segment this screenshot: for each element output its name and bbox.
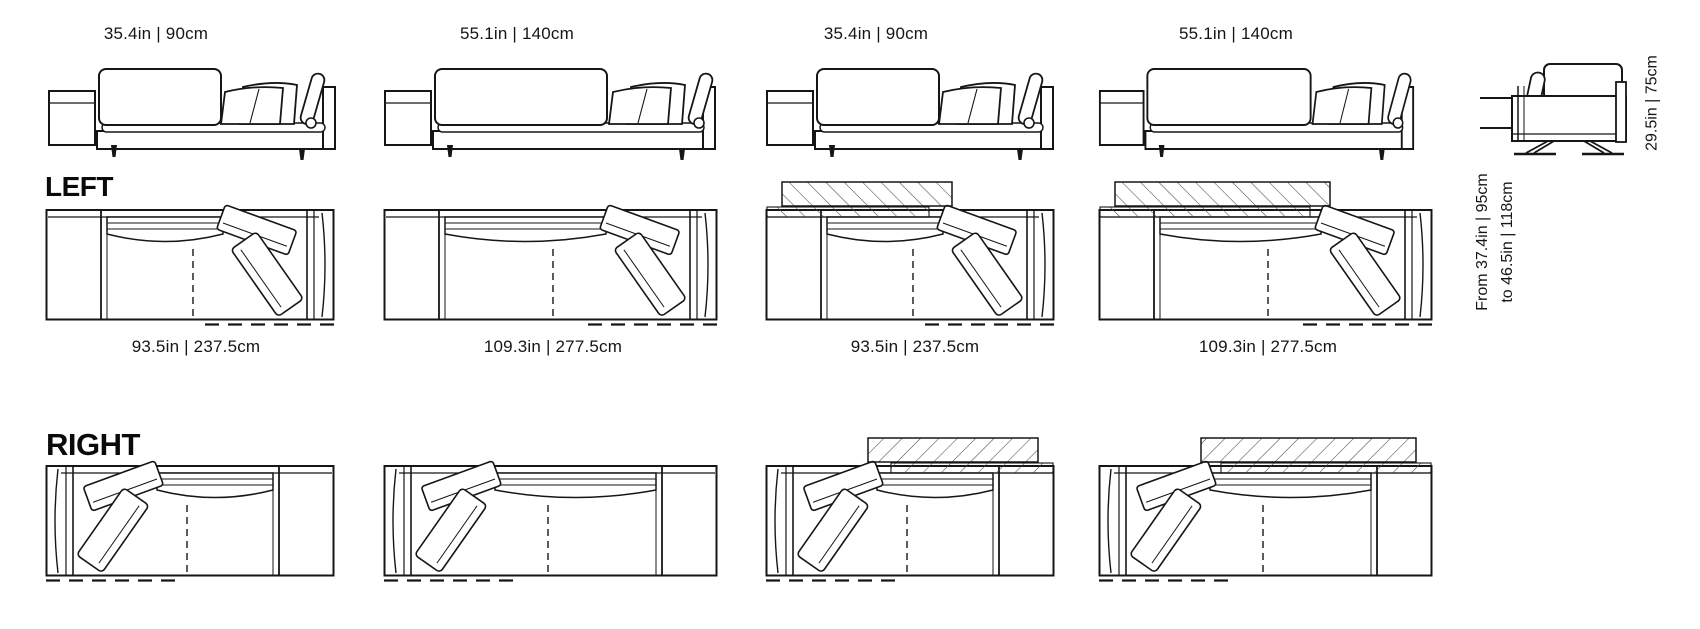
sofa-front-140-drawing-2 [1098, 68, 1415, 161]
sofa-front-90-drawing-1 [48, 68, 336, 161]
plan-left-277-drawing-1 [383, 203, 718, 326]
section-title-right: RIGHT [46, 427, 140, 462]
plan-length-label-1: 93.5in | 237.5cm [131, 337, 261, 356]
sofa-side-section-drawing [1478, 62, 1628, 156]
section-title-left: LEFT [45, 171, 114, 202]
plan-right-277-table-drawing [1098, 437, 1433, 582]
depth-range-line1: From 37.4in | 95cm [1474, 173, 1492, 311]
plan-right-237-table-drawing [765, 437, 1055, 582]
front-width-label-1: 35.4in | 90cm [103, 24, 209, 43]
plan-length-label-3: 93.5in | 237.5cm [850, 337, 980, 356]
side-height-label: 29.5in | 75cm [1643, 55, 1661, 151]
sofa-front-140-drawing-1 [384, 68, 716, 161]
plan-left-237-drawing-1 [45, 203, 335, 326]
plan-left-277-table-drawing [1098, 181, 1433, 326]
sofa-front-90-drawing-2 [766, 68, 1054, 161]
front-width-label-4: 55.1in | 140cm [1178, 24, 1294, 43]
depth-range-line2: to 46.5in | 118cm [1499, 181, 1516, 303]
plan-length-label-2: 109.3in | 277.5cm [483, 337, 623, 356]
plan-length-label-4: 109.3in | 277.5cm [1198, 337, 1338, 356]
plan-left-237-table-drawing [765, 181, 1055, 326]
plan-right-277-drawing-1 [383, 459, 718, 582]
depth-range-label: From 37.4in | 95cm to 46.5in | 118cm [1471, 173, 1521, 311]
plan-right-237-drawing-1 [45, 459, 335, 582]
front-width-label-3: 35.4in | 90cm [823, 24, 929, 43]
front-width-label-2: 55.1in | 140cm [459, 24, 575, 43]
